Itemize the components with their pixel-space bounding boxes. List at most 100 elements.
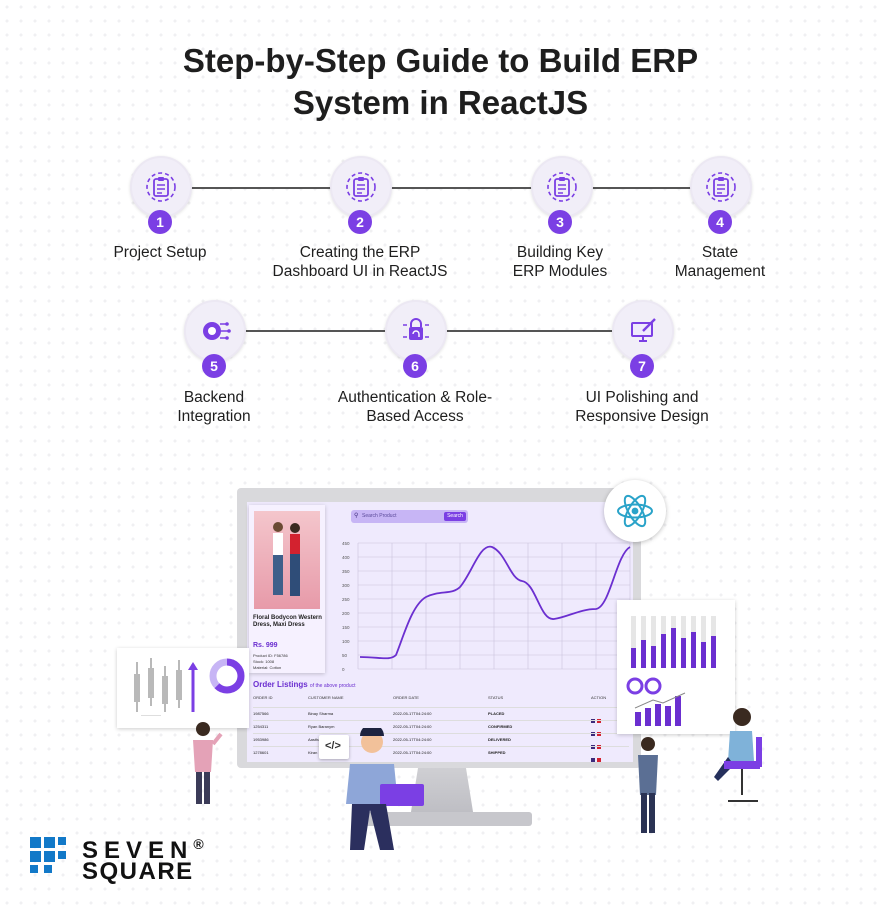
bar [701,642,706,668]
table-cell: Kiran [308,750,318,755]
monitor-pen-icon-step7 [612,300,674,362]
person-standing-right [638,737,658,833]
bar-track [631,616,636,668]
table-row: 1278601 Kiran 2022-05-17T04:24:00 SHIPPED [253,746,629,762]
table-cell: DELIVERED [488,737,511,742]
clipboard-icon-step4 [690,156,752,218]
y-tick-label: 400 [342,555,350,560]
y-tick-label: 350 [342,569,350,574]
person-center-laptop [346,728,424,850]
table-cell: 2022-05-17T04:24:00 [393,737,432,742]
y-tick-label: 450 [342,541,350,546]
table-cell: 1278601 [253,750,269,755]
person-left [193,722,223,804]
bar [681,638,686,668]
row-action-icons[interactable] [591,736,603,749]
react-icon [617,494,653,528]
code-icon: </> [325,740,341,752]
column-header: STATUS [488,695,504,700]
code-badge: </> [319,735,349,759]
bar-chart-mini [631,616,716,668]
bar [641,640,646,668]
bar [631,648,636,668]
y-axis-ticks: 450 400 350 300 250 200 150 100 50 0 [342,541,350,672]
seven-square-logo-icon [30,837,66,873]
step-number-4: 4 [708,210,732,234]
table-cell: 2022-05-17T04:24:00 [393,724,432,729]
chart-line [359,546,631,660]
brand-name-line1: SEVEN® [82,836,204,864]
row-action-icons[interactable] [591,710,603,723]
table-cell: CONFIRMED [488,724,513,729]
bar [671,628,676,668]
step-number-2: 2 [348,210,372,234]
row-action-icons[interactable] [591,749,603,762]
y-tick-label: 300 [342,583,350,588]
bar-track [651,616,656,668]
react-logo-badge [604,480,666,542]
connector-line-row1 [160,187,720,189]
right-bar-panel [617,600,735,734]
fingerprint-lock-icon-step6 [385,300,447,362]
ring-icons [626,677,662,695]
clipboard-icon-step2 [330,156,392,218]
product-id: Product ID: F56786 [253,653,288,658]
table-row: 1987566 Binay Sharma 2022-05-17T04:24:00 PL… [253,707,629,723]
clipboard-icon-step3 [531,156,593,218]
candlestick-chart [134,658,198,716]
product-card: Floral Bodycon Western Dress, Maxi Dress… [249,505,325,673]
step-number-5: 5 [202,354,226,378]
y-tick-label: 150 [342,625,350,630]
person-chair-right [714,708,762,802]
product-stock: Stock: 1008 [253,659,275,664]
column-header: ORDER DATE [393,695,419,700]
y-tick-label: 200 [342,611,350,616]
gear-circuit-icon-step5 [184,300,246,362]
table-cell: 2022-05-17T04:24:00 [393,750,432,755]
y-tick-label: 250 [342,597,350,602]
table-cell: Binay Sharma [308,711,334,716]
table-cell: 2022-05-17T04:24:00 [393,711,432,716]
y-tick-label: 100 [342,639,350,644]
product-image [254,511,320,609]
step-label-6: Authentication & Role-Based Access [337,389,493,425]
product-material: Material: Cotton [253,665,282,670]
left-stats-panel [117,648,249,728]
product-price: Rs. 999 [253,642,278,649]
search-bar: ⚲ Search Product Search [351,510,468,523]
step-number-3: 3 [548,210,572,234]
page-title: Step-by-Step Guide to Build ERP System i… [182,42,699,121]
y-tick-label: 50 [342,653,348,658]
donut-chart [209,658,245,694]
bar [711,636,716,668]
table-cell: SHIPPED [488,750,506,755]
column-header: CUSTOMER NAME [308,695,344,700]
y-tick-label: 0 [342,667,345,672]
bar [691,632,696,668]
row-action-icons[interactable] [591,723,603,736]
product-name: Floral Bodycon Western Dress, Maxi Dress [253,615,322,628]
column-header: ORDER ID [253,695,273,700]
table-cell: PLACED [488,711,505,716]
table-cell: 1254311 [253,724,269,729]
step-label-1: Project Setup [113,244,207,261]
step-number-1: 1 [148,210,172,234]
table-cell: 1987566 [253,711,269,716]
bar [661,634,666,668]
brand-name-line2: SQUARE [82,858,194,885]
sales-line-chart: 450 400 350 300 250 200 150 100 50 0 [342,541,631,672]
search-input[interactable]: Search Product [362,513,397,519]
table-cell: 1953986 [253,737,269,742]
step-number-7: 7 [630,354,654,378]
growth-bar-chart [634,692,686,726]
clipboard-icon-step1 [130,156,192,218]
search-button[interactable]: Search [444,512,466,521]
